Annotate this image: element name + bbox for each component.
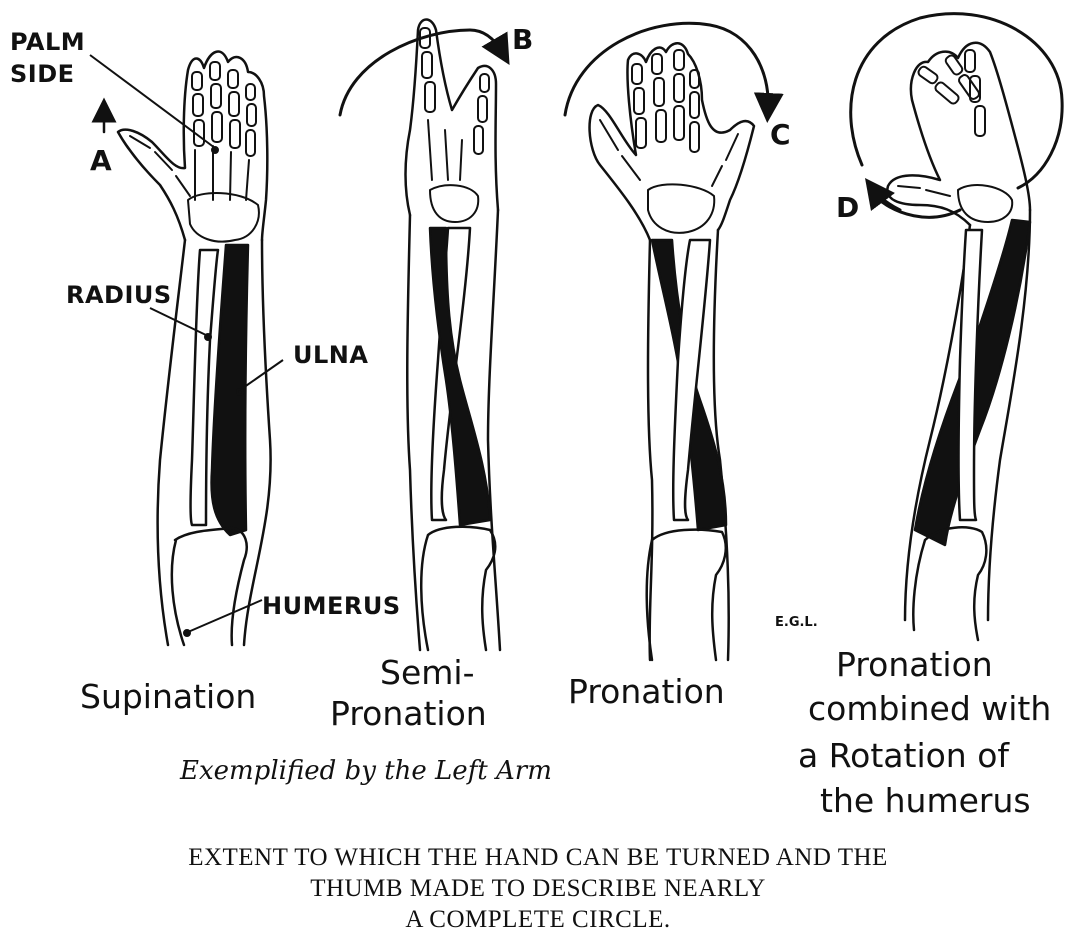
arm-semi-pronation: [338, 18, 510, 652]
title-rotation-line1: Pronation: [836, 645, 993, 684]
subtitle-left-arm: Exemplified by the Left Arm: [180, 756, 552, 786]
title-pronation: Pronation: [568, 672, 725, 711]
ulna-bone-supination: [210, 243, 250, 537]
label-d: D: [836, 191, 860, 224]
label-radius: RADIUS: [66, 281, 172, 309]
title-rotation-line3: a Rotation of: [798, 736, 1010, 775]
caption-line-1: EXTENT TO WHICH THE HAND CAN BE TURNED A…: [188, 844, 888, 871]
caption-line-3: A COMPLETE CIRCLE.: [405, 906, 671, 933]
hand-bones-supination: [129, 61, 260, 243]
radius-bone-pronation: [671, 238, 712, 522]
title-rotation-line4: the humerus: [820, 781, 1031, 820]
label-palm-side-line1: PALM: [10, 28, 86, 56]
hand-bones-rotation: [897, 49, 1014, 223]
label-humerus: HUMERUS: [262, 592, 401, 620]
label-a: A: [90, 144, 112, 177]
arm-rotation: [849, 12, 1064, 642]
label-b: B: [512, 23, 534, 56]
artist-signature: E.G.L.: [775, 615, 818, 630]
label-c: C: [770, 118, 791, 151]
arm-pronation: [563, 21, 784, 662]
label-palm-side-line2: SIDE: [10, 60, 75, 88]
hand-bones-semi-pronation: [419, 27, 490, 223]
leader-lines: [89, 54, 284, 637]
arm-supination: [91, 50, 272, 647]
radius-bone-rotation: [957, 228, 984, 522]
label-ulna: ULNA: [293, 341, 369, 369]
figure-caption: EXTENT TO WHICH THE HAND CAN BE TURNED A…: [0, 842, 1076, 935]
caption-line-2: THUMB MADE TO DESCRIBE NEARLY: [310, 875, 766, 902]
hand-bones-pronation: [599, 49, 739, 234]
arm-outline-supination: [156, 238, 187, 647]
radius-bone-supination: [189, 248, 220, 527]
title-rotation-line2: combined with: [808, 689, 1052, 728]
ulna-bone-semi-pronation: [428, 226, 492, 527]
title-semi-pronation-line1: Semi-: [380, 653, 475, 692]
title-supination: Supination: [80, 677, 257, 716]
title-semi-pronation-line2: Pronation: [330, 694, 487, 733]
humerus-supination: [170, 526, 248, 647]
